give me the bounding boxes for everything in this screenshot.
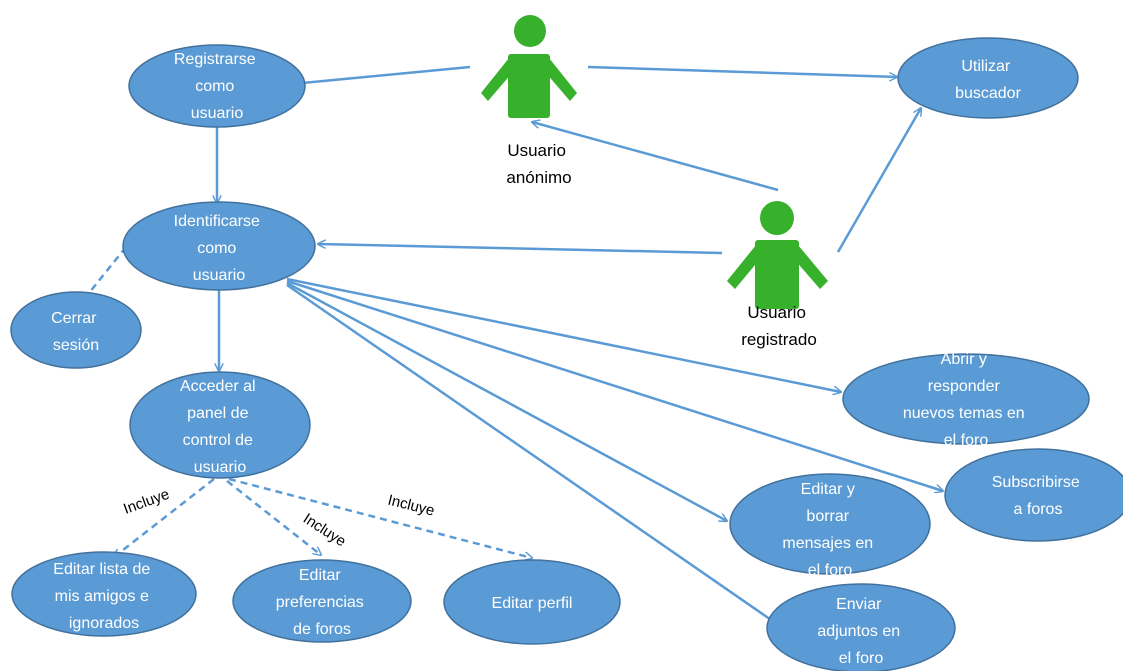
svg-text:Editar preferencias: Editar preferencias de foros	[276, 567, 369, 638]
edge-identificarse-enviar	[286, 283, 777, 624]
use-case-enviar-adjuntos: Enviar adjuntos en el foro	[766, 583, 956, 671]
use-case-registrarse: Registrarse como usuario	[128, 44, 306, 128]
use-case-editar-perfil: Editar perfil	[443, 559, 621, 645]
svg-text:Editar perfil: Editar perfil	[492, 595, 573, 612]
person-icon	[481, 15, 577, 118]
use-case-acceder-panel: Acceder al panel de control de usuario	[129, 371, 311, 479]
use-case-editar-lista: Editar lista de mis amigos e ignorados	[11, 551, 197, 637]
use-case-identificarse: Identificarse como usuario	[122, 201, 316, 291]
edge-anonymous-registrarse	[292, 65, 471, 84]
use-case-subscribirse: Subscribirse a foros	[944, 448, 1123, 542]
svg-text:Registrarse como u: Registrarse como usuario	[174, 51, 260, 122]
svg-text:Editar y borrar me: Editar y borrar mensajes en el foro	[782, 481, 877, 579]
actor-label-registered: Usuario registrado	[741, 303, 817, 349]
svg-text:Enviar adjuntos en: Enviar adjuntos en el foro	[817, 596, 904, 667]
svg-text:Acceder al panel de: Acceder al panel de control de usuario	[180, 378, 260, 476]
svg-text:Editar lista de mis amig: Editar lista de mis amigos e ignorados	[53, 561, 154, 632]
actor-anonymous: Usuario anónimo	[481, 15, 577, 187]
svg-text:Cerrar sesión: Cerrar sesión	[51, 310, 101, 354]
use-case-cerrar-sesion: Cerrar sesión	[10, 291, 142, 369]
edge-identificarse-editar-borrar	[286, 281, 727, 521]
person-icon	[727, 201, 828, 309]
use-case-editar-borrar: Editar y borrar mensajes en el foro	[729, 473, 931, 579]
actor-label-anonymous: Usuario anónimo	[506, 141, 571, 187]
edge-registered-identificarse	[318, 244, 723, 255]
use-case-abrir-responder: Abrir y responder nuevos temas en el for…	[842, 351, 1090, 449]
use-case-utilizar-buscador: Utilizar buscador	[897, 37, 1079, 119]
edge-anonymous-buscador	[587, 65, 897, 77]
svg-text:Abrir y responder: Abrir y responder nuevos temas en el for…	[903, 351, 1029, 449]
svg-text:Identificarse como: Identificarse como usuario	[174, 213, 265, 284]
include-label-perfil: Incluye	[386, 492, 436, 520]
edge-panel-lista	[114, 478, 215, 557]
edge-panel-perfil	[228, 477, 532, 558]
edge-registered-buscador	[836, 108, 921, 253]
actor-registered: Usuario registrado	[727, 201, 828, 349]
svg-text:Utilizar buscador: Utilizar buscador	[955, 58, 1021, 102]
include-label-lista: Incluye	[121, 486, 171, 518]
svg-text:Subscribirse a foros: Subscribirse a foros	[992, 474, 1084, 518]
edges	[88, 65, 943, 624]
edge-panel-preferencias	[226, 480, 321, 555]
edge-registered-anonymous	[532, 122, 779, 192]
edge-identificarse-subscribirse	[286, 279, 943, 491]
use-case-editar-preferencias: Editar preferencias de foros	[232, 559, 412, 643]
edge-identificarse-abrir	[286, 277, 841, 392]
edge-identificarse-cerrar	[88, 246, 127, 294]
